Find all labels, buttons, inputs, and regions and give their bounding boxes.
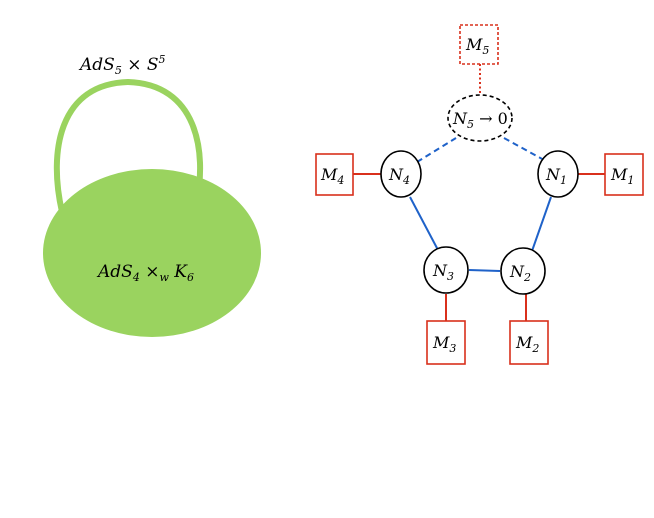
node-n5: [447, 94, 513, 142]
node-n4-label: N4: [388, 165, 410, 187]
blob-label: AdS4 ×w K6: [96, 262, 194, 284]
quiver: N5 → 0 N1 N2 N3 N4 M4 M1 M3 M2 M5: [315, 24, 644, 365]
ads5-loop: [53, 78, 204, 213]
flavor-m3-label: M3: [432, 333, 456, 355]
flavor-box-m2: [509, 320, 549, 365]
flavor-box-m4: [315, 153, 354, 196]
flavor-box-m1: [604, 153, 644, 196]
edge-n4-n3: [409, 196, 439, 251]
node-n4: [380, 150, 422, 198]
node-n3-label: N3: [432, 261, 454, 283]
loop-label: AdS5 × S5: [78, 53, 166, 77]
flavor-m5-label: M5: [465, 35, 489, 57]
edge-n5-n1: [503, 137, 545, 161]
edge-n2-n1: [531, 196, 552, 252]
node-n2-label: N2: [509, 262, 531, 284]
flavor-box-m3: [426, 320, 466, 365]
edge-n3-n2: [468, 269, 501, 272]
flavor-m4-label: M4: [320, 165, 344, 187]
left-figure: AdS5 × S5 AdS4 ×w K6: [43, 53, 261, 337]
node-n2: [500, 247, 546, 295]
ads4-blob: [43, 169, 261, 337]
flavor-box-m5: [459, 24, 499, 65]
flavor-m2-label: M2: [515, 333, 539, 355]
flavor-m1-label: M1: [610, 165, 634, 187]
edge-n4-n5: [416, 137, 457, 163]
node-n1: [537, 150, 579, 198]
node-n3: [423, 246, 469, 294]
node-n1-label: N1: [545, 165, 567, 187]
node-n5-label: N5 → 0: [452, 109, 508, 131]
